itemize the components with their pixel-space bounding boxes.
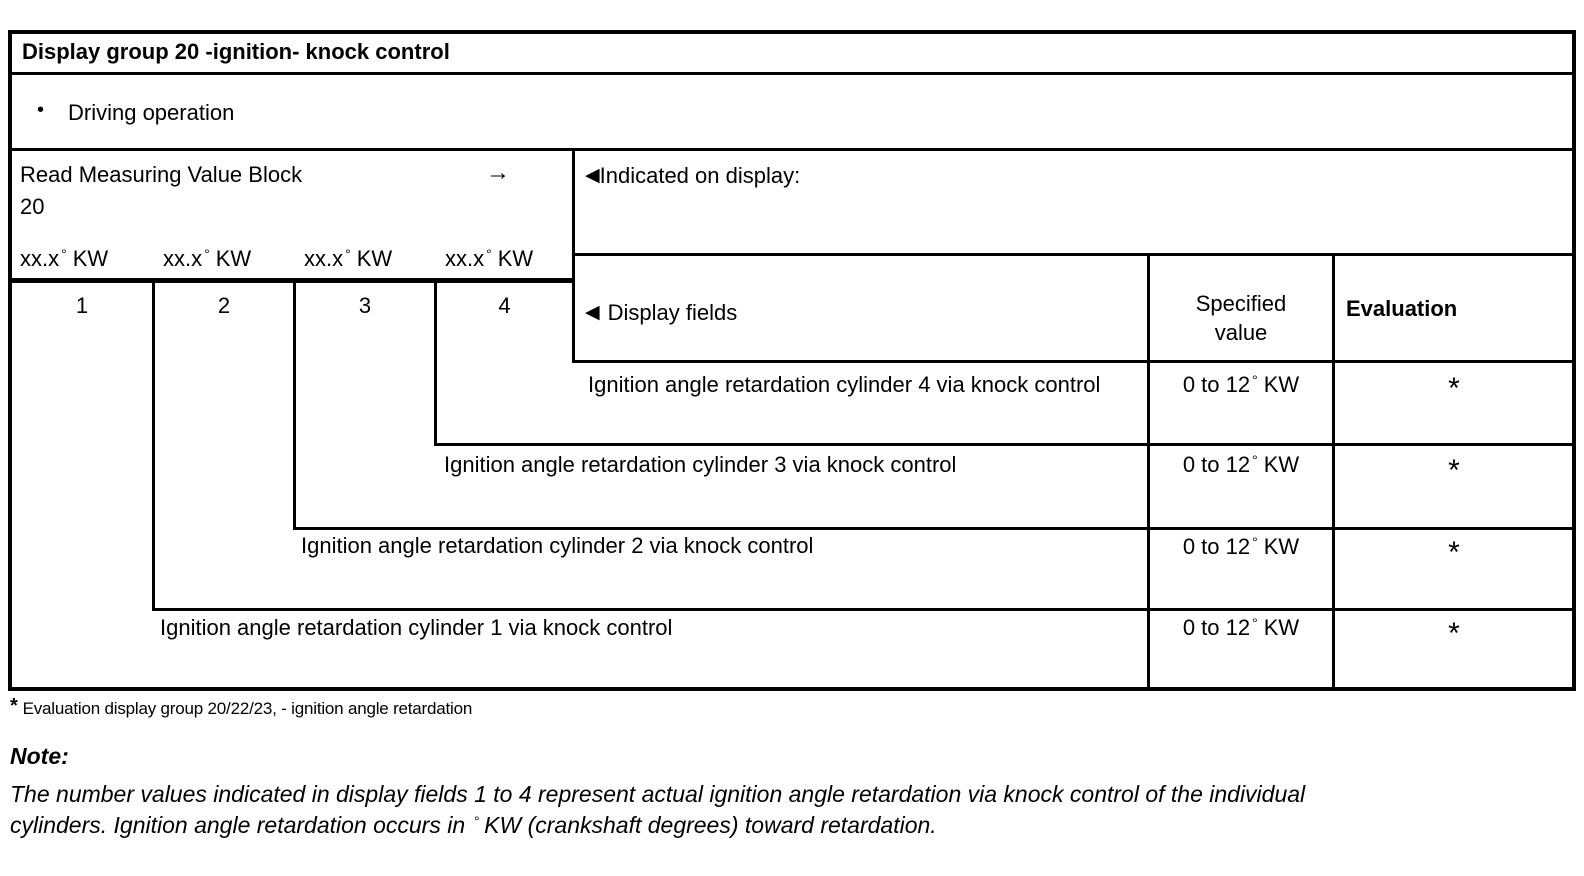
column-divider-1-2	[152, 278, 155, 611]
format-unit: KW	[72, 246, 109, 271]
pointer-left-icon: ◀	[585, 164, 600, 186]
row-label-cyl3: Ignition angle retardation cylinder 3 vi…	[444, 452, 957, 477]
row-divider-cyl2	[152, 608, 1576, 611]
field-number-3: 3	[358, 293, 372, 318]
measured-value-format-1: xx.x° KW	[20, 246, 108, 272]
pointer-left-icon: ◀	[585, 301, 600, 323]
bullet-icon: •	[37, 99, 45, 121]
row-label-cyl2: Ignition angle retardation cylinder 2 vi…	[301, 533, 814, 558]
row-label-cyl4: Ignition angle retardation cylinder 4 vi…	[588, 372, 1101, 397]
degree-symbol: °	[1252, 452, 1258, 468]
specified-value-cyl4: 0 to 12° KW	[1150, 372, 1332, 398]
column-divider-3-4	[434, 278, 437, 446]
spec-prefix: 0 to 12	[1182, 615, 1251, 640]
page-title: Display group 20 -ignition- knock contro…	[22, 39, 450, 64]
evaluation-column-left-border	[1332, 253, 1335, 691]
column-divider-2-3	[293, 278, 296, 530]
degree-symbol: °	[1252, 615, 1258, 631]
display-fields-label: Display fields	[607, 300, 738, 325]
border-left	[8, 30, 12, 691]
specified-value-cyl3: 0 to 12° KW	[1150, 452, 1332, 478]
degree-symbol: °	[1252, 372, 1258, 388]
spec-unit: KW	[1263, 452, 1300, 477]
specified-value-header: Specified value	[1150, 289, 1332, 347]
format-unit: KW	[215, 246, 252, 271]
read-block-number: 20	[20, 194, 45, 219]
border-top	[8, 30, 1576, 34]
evaluation-asterisk-cyl4: *	[1448, 372, 1460, 405]
format-unit: KW	[356, 246, 393, 271]
divider-below-title	[8, 72, 1576, 75]
measured-value-format-4: xx.x° KW	[445, 246, 533, 272]
field-number-2: 2	[217, 293, 231, 318]
evaluation-asterisk-cyl1: *	[1448, 617, 1460, 650]
row-divider-cyl3	[293, 527, 1576, 530]
note-text-after-degree: KW (crankshaft degrees) toward retardati…	[484, 812, 937, 838]
spec-prefix: 0 to 12	[1182, 452, 1251, 477]
field-number-1: 1	[75, 293, 89, 318]
footnote-marker: *	[10, 695, 18, 717]
operation-label: Driving operation	[68, 100, 235, 125]
degree-symbol: °	[486, 246, 492, 262]
evaluation-asterisk-cyl3: *	[1448, 454, 1460, 487]
spec-unit: KW	[1263, 534, 1300, 559]
degree-symbol: °	[345, 246, 351, 262]
note-heading: Note:	[10, 743, 69, 769]
border-bottom	[8, 687, 1576, 691]
display-fields-header: ◀ Display fields	[585, 300, 737, 326]
header-row-bottom-border	[572, 360, 1576, 363]
degree-symbol: °	[61, 246, 67, 262]
specified-column-left-border	[1147, 253, 1150, 691]
indicated-label: Indicated on display:	[599, 163, 801, 188]
format-prefix: xx.x	[163, 246, 203, 271]
spec-unit: KW	[1263, 615, 1300, 640]
note-text-before-degree: The number values indicated in display f…	[10, 781, 1306, 838]
measured-value-format-2: xx.x° KW	[163, 246, 251, 272]
row-divider-cyl4	[434, 443, 1576, 446]
evaluation-asterisk-cyl2: *	[1448, 536, 1460, 569]
footnote: *Evaluation display group 20/22/23, - ig…	[10, 695, 473, 720]
format-unit: KW	[497, 246, 534, 271]
format-prefix: xx.x	[445, 246, 485, 271]
indicated-on-display: ◀Indicated on display:	[585, 163, 800, 189]
note-body: The number values indicated in display f…	[10, 779, 1375, 844]
degree-symbol: °	[204, 246, 210, 262]
row-label-cyl1: Ignition angle retardation cylinder 1 vi…	[160, 615, 673, 640]
specified-value-cyl2: 0 to 12° KW	[1150, 534, 1332, 560]
arrow-right-icon: →	[486, 159, 510, 186]
measured-value-format-3: xx.x° KW	[304, 246, 392, 272]
panel-divider	[572, 148, 575, 363]
spec-prefix: 0 to 12	[1182, 534, 1251, 559]
format-prefix: xx.x	[20, 246, 60, 271]
degree-symbol: °	[1252, 534, 1258, 550]
divider-below-operation	[8, 148, 1576, 151]
degree-symbol: °	[473, 813, 480, 829]
field-number-4: 4	[498, 293, 511, 318]
spec-unit: KW	[1263, 372, 1300, 397]
specified-value-header-text: Specified value	[1195, 291, 1287, 345]
border-right	[1572, 30, 1576, 691]
evaluation-header: Evaluation	[1346, 296, 1458, 321]
spec-prefix: 0 to 12	[1182, 372, 1251, 397]
format-prefix: xx.x	[304, 246, 344, 271]
footnote-text: Evaluation display group 20/22/23, - ign…	[22, 699, 473, 718]
measuring-block-bottom-border	[8, 278, 575, 283]
specified-value-cyl1: 0 to 12° KW	[1150, 615, 1332, 641]
indicated-bottom-border	[572, 253, 1576, 256]
read-block-label: Read Measuring Value Block	[20, 162, 303, 187]
